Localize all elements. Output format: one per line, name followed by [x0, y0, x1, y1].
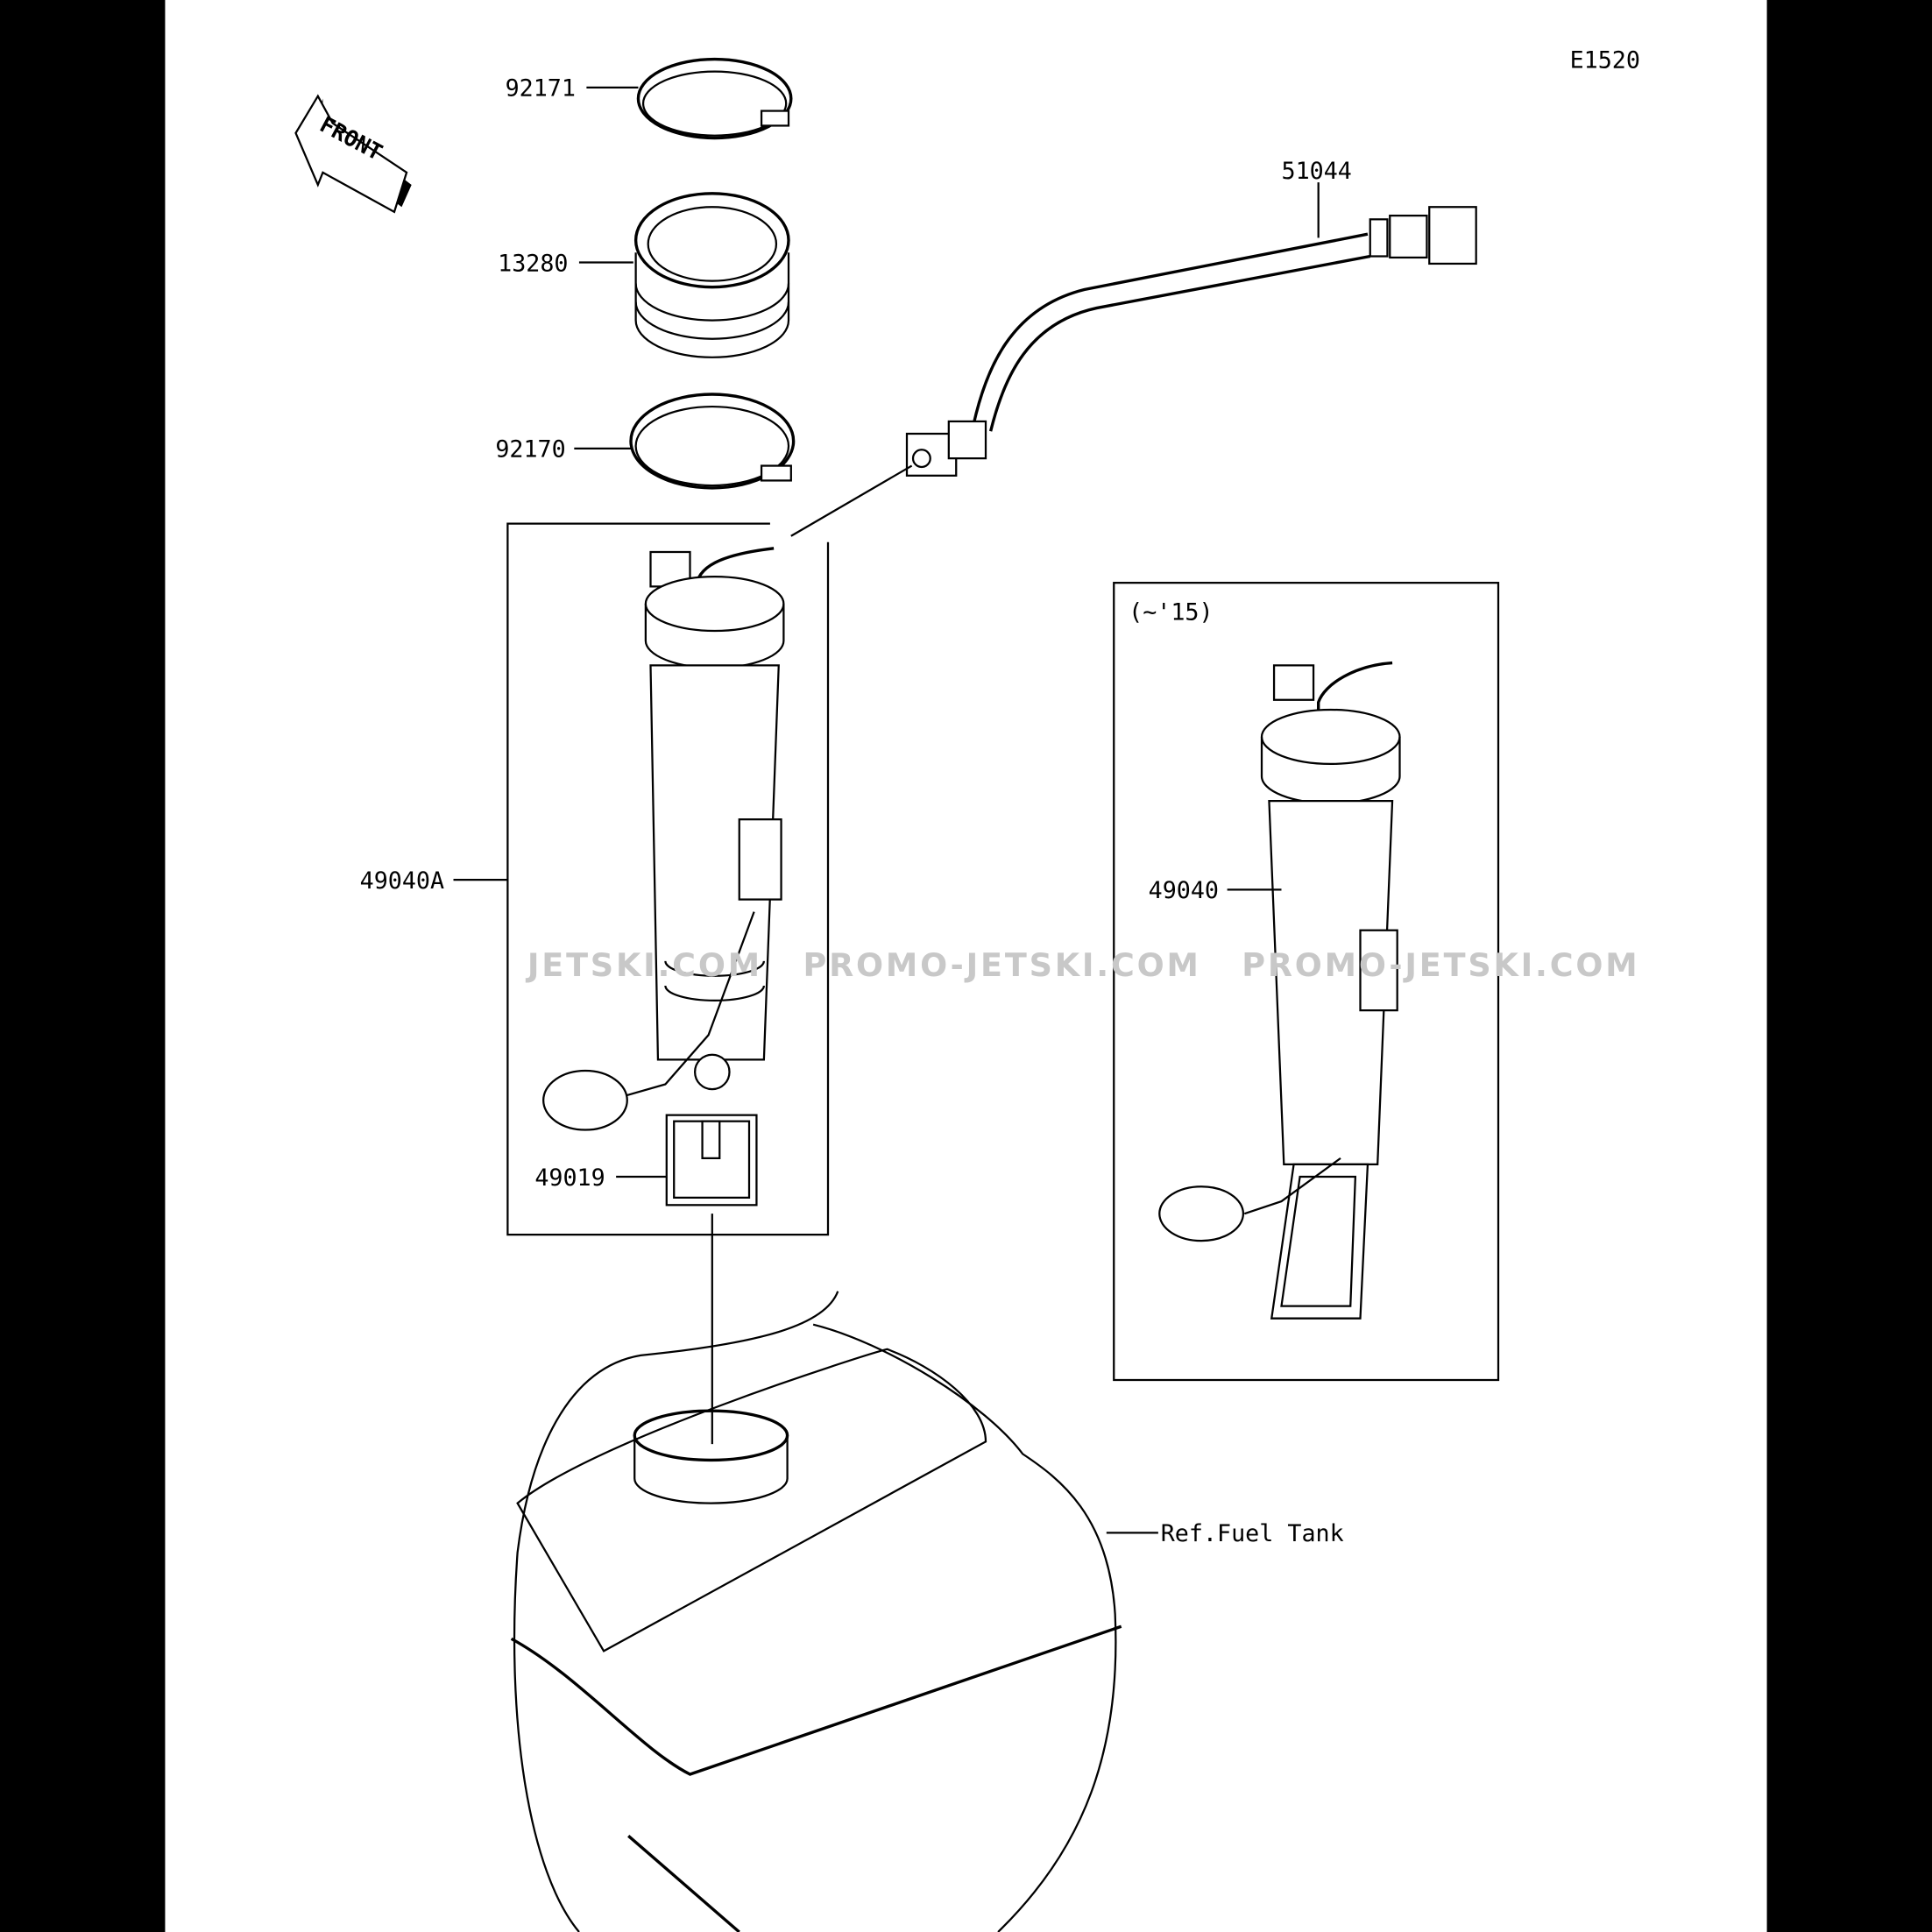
diagram-code: E1520 — [1570, 46, 1640, 74]
watermark: JETSKI.COM PROMO-JETSKI.COM PROMO-JETSKI… — [525, 946, 1640, 984]
part-49019: 49019 — [534, 1114, 758, 1445]
diagram-canvas — [165, 0, 1767, 1932]
front-arrow-icon: FRONT — [294, 94, 412, 214]
label-51044: 51044 — [1282, 158, 1352, 185]
part-49040a: 49040A — [360, 522, 830, 1236]
reference-label: Ref.Fuel Tank — [1161, 1520, 1344, 1547]
label-49019: 49019 — [534, 1164, 605, 1192]
label-92171: 92171 — [506, 75, 576, 103]
label-13280: 13280 — [498, 250, 568, 277]
part-49040: (~'15) 49040 — [1113, 582, 1500, 1382]
label-92170: 92170 — [495, 436, 565, 464]
label-49040a: 49040A — [360, 867, 444, 895]
label-49040: 49040 — [1149, 877, 1219, 904]
part-13280: 13280 — [498, 192, 790, 358]
part-51044: 51044 — [790, 158, 1477, 537]
fuel-tank-reference: Ref.Fuel Tank — [510, 1291, 1344, 1932]
variant-note: (~'15) — [1129, 598, 1213, 626]
part-92170: 92170 — [495, 393, 796, 490]
part-92171: 92171 — [506, 57, 793, 140]
